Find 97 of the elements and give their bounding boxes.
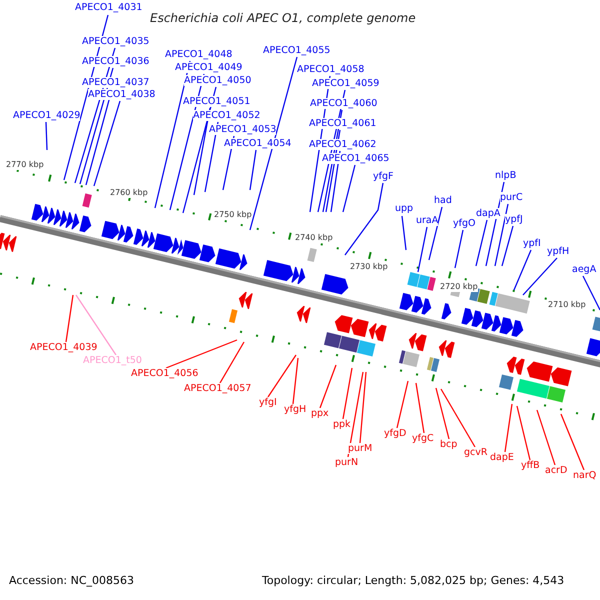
gene-label: purM	[348, 443, 372, 454]
gene-label: APECO1_4053	[209, 124, 276, 135]
gene-label: APECO1_4050	[184, 75, 252, 86]
leader-line	[435, 388, 450, 440]
gene-label: APECO1_4055	[263, 45, 330, 56]
gene-label: purN	[335, 457, 358, 468]
gene-label: yfgD	[384, 428, 406, 439]
leader-line	[417, 226, 428, 272]
leader-line	[536, 410, 556, 466]
scale-label: 2750 kbp	[214, 210, 252, 220]
gene-label: APECO1_4056	[131, 368, 198, 379]
leader-line	[504, 404, 513, 452]
gene-label: ypfH	[547, 246, 570, 257]
leader-line	[494, 204, 509, 266]
leader-line	[513, 250, 532, 290]
leader-line	[359, 372, 367, 444]
gene-label: APECO1_4051	[183, 96, 250, 107]
gene-label: APECO1_4058	[297, 64, 364, 75]
scale-label: 2740 kbp	[295, 233, 333, 243]
gene-label: APECO1_4052	[193, 110, 260, 121]
gene-label: ypfJ	[505, 214, 523, 225]
gene-label: yfgC	[412, 433, 434, 444]
gene-label: APECO1_4061	[309, 118, 376, 129]
gene-label: APECO1_t50	[83, 355, 142, 366]
leader-line	[76, 294, 116, 356]
leader-line	[193, 108, 211, 196]
gene-label: APECO1_4048	[165, 49, 232, 60]
leader-line	[249, 56, 298, 230]
gene-label: yffB	[521, 460, 540, 471]
leader-line	[249, 150, 257, 190]
leader-line	[582, 276, 600, 310]
leader-line	[166, 339, 238, 369]
gene-label: APECO1_4038	[88, 89, 156, 100]
leader-line	[516, 406, 531, 460]
leader-line	[204, 122, 219, 192]
gene-label: APECO1_4037	[82, 77, 150, 88]
gene-label: APECO1_4049	[175, 62, 242, 73]
scale-label: 2730 kbp	[350, 262, 388, 272]
gene-label: yfgF	[373, 171, 394, 182]
scale-label: 2710 kbp	[548, 300, 586, 310]
gene-label: APECO1_4035	[82, 36, 150, 47]
leader-line	[415, 382, 425, 434]
leader-line	[347, 372, 364, 458]
gene-label: APECO1_4065	[322, 153, 390, 164]
title: Escherichia coli APEC O1, complete genome	[150, 11, 416, 26]
leader-line	[344, 182, 384, 256]
leader-line	[396, 380, 409, 428]
leader-line	[292, 358, 299, 404]
gene-label: bcp	[440, 439, 458, 450]
gene-label: aegA	[572, 264, 596, 275]
leader-line	[475, 220, 488, 266]
gene-label: upp	[395, 203, 414, 214]
leader-line	[440, 388, 476, 448]
leader-line	[454, 230, 464, 268]
gene-label: APECO1_4062	[309, 139, 376, 150]
footer-text: Accession: NC_008563	[9, 575, 134, 586]
gene-label: dapA	[476, 208, 500, 219]
scale-label: 2760 kbp	[110, 188, 148, 198]
gene-label: purC	[500, 192, 523, 203]
gene-label: narQ	[573, 470, 596, 481]
gene-label: APECO1_4057	[184, 383, 252, 394]
gene-label: APECO1_4039	[30, 342, 98, 353]
leader-line	[319, 364, 337, 408]
leader-line	[522, 258, 558, 296]
leader-line	[219, 342, 245, 384]
leader-line	[93, 100, 121, 186]
gene-label: APECO1_4054	[224, 138, 292, 149]
leader-line	[65, 294, 74, 342]
gene-label: APECO1_4060	[310, 98, 378, 109]
leader-line	[45, 122, 48, 150]
gene-label: ppx	[311, 408, 329, 419]
gene-label: APECO1_4031	[75, 2, 142, 13]
leader-line	[428, 206, 443, 260]
leader-line	[501, 226, 514, 266]
gene-label: nlpB	[495, 170, 516, 181]
gene-label: APECO1_4036	[82, 56, 150, 67]
leader-line	[560, 414, 585, 470]
gene-label: yfgO	[453, 218, 476, 229]
gene-label: APECO1_4029	[13, 110, 80, 121]
gene-label: dapE	[490, 452, 514, 463]
gene-label: yfgH	[284, 404, 306, 415]
footer-text: Topology: circular; Length: 5,082,025 bp; Genes: 4,543	[262, 575, 564, 586]
gene-label: APECO1_4059	[312, 78, 380, 89]
leader-line	[342, 368, 353, 420]
gene-label: gcvR	[464, 447, 488, 458]
gene-label: had	[434, 195, 452, 206]
gene-label: uraA	[416, 215, 438, 226]
gene-label: ypfI	[523, 238, 541, 249]
leader-line	[401, 216, 407, 250]
leader-line	[342, 164, 356, 212]
leader-line	[268, 354, 296, 398]
gene-label: yfgI	[259, 397, 277, 408]
leader-line	[154, 60, 191, 208]
gene-label: acrD	[545, 465, 568, 476]
gene-label: ppk	[333, 419, 351, 430]
scale-label: 2770 kbp	[6, 160, 44, 170]
scale-label: 2720 kbp	[440, 282, 478, 292]
